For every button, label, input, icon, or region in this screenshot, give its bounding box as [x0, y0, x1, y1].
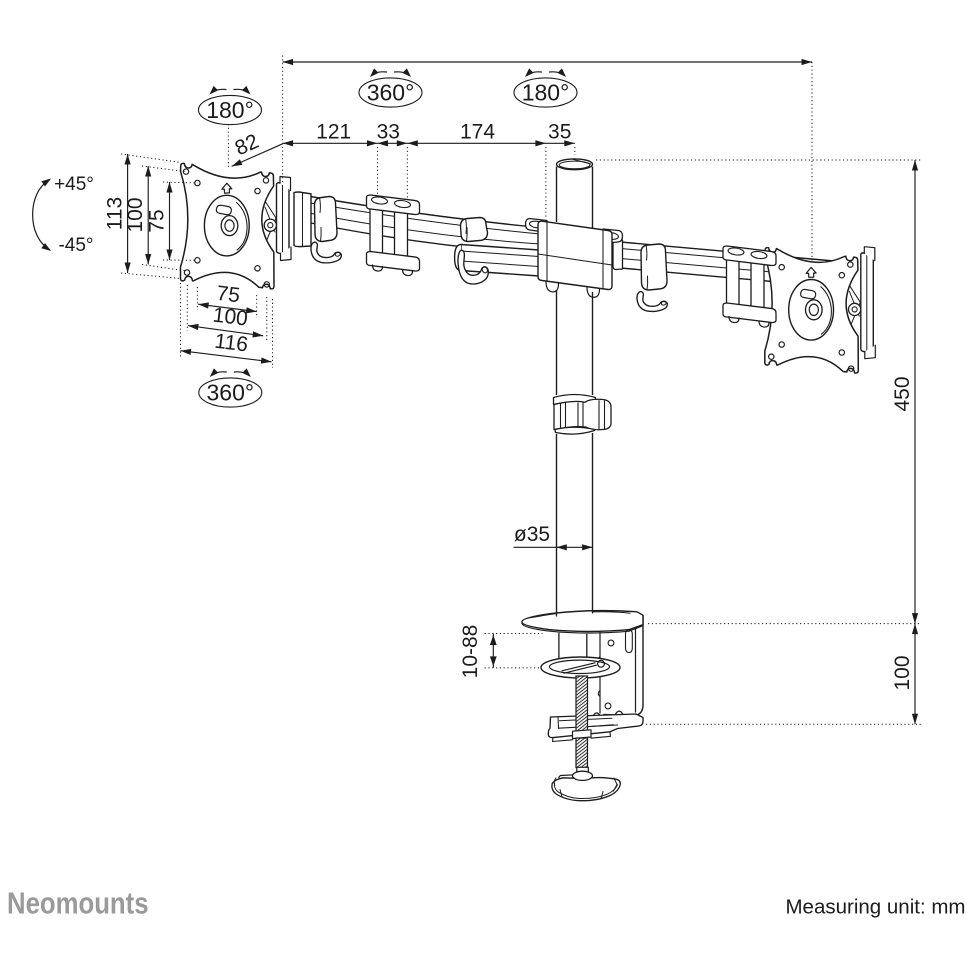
svg-text:100: 100: [891, 655, 914, 690]
svg-text:174: 174: [460, 120, 495, 143]
svg-text:10-88: 10-88: [459, 625, 482, 679]
svg-text:100: 100: [211, 303, 249, 330]
svg-text:Neomounts: Neomounts: [7, 886, 149, 921]
svg-text:75: 75: [146, 209, 169, 232]
svg-text:116: 116: [213, 330, 249, 357]
svg-text:35: 35: [548, 120, 571, 143]
svg-text:ø35: ø35: [514, 523, 550, 546]
svg-text:100: 100: [124, 197, 147, 232]
svg-text:180°: 180°: [206, 97, 254, 123]
svg-text:75: 75: [215, 282, 241, 308]
svg-text:113: 113: [104, 197, 127, 230]
svg-text:360°: 360°: [207, 380, 255, 406]
svg-text:+45°: +45°: [54, 174, 94, 195]
svg-text:180°: 180°: [522, 80, 570, 106]
svg-text:Measuring unit: mm: Measuring unit: mm: [785, 896, 965, 919]
svg-text:33: 33: [377, 120, 400, 143]
svg-text:450: 450: [891, 376, 914, 411]
svg-text:-45°: -45°: [58, 235, 93, 256]
svg-text:121: 121: [316, 120, 351, 143]
svg-text:360°: 360°: [367, 80, 415, 106]
